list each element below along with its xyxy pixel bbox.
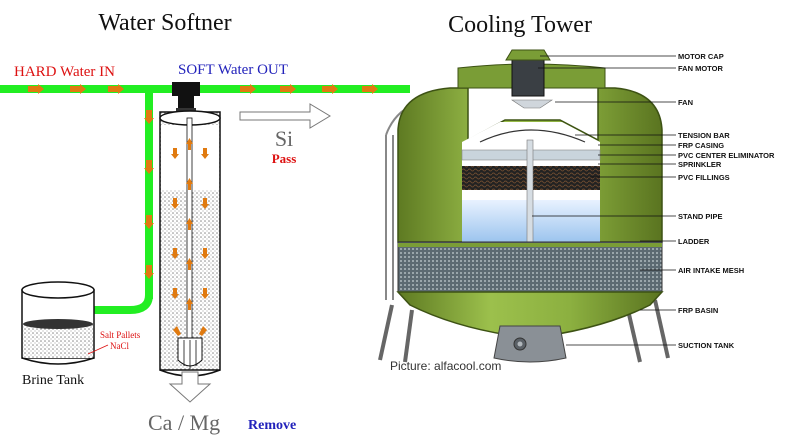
label-pvc-center-eliminator: PVC CENTER ELIMINATOR	[678, 151, 775, 160]
picture-credit: Picture: alfacool.com	[390, 359, 501, 373]
label-frp-casing: FRP CASING	[678, 141, 724, 150]
label-tension-bar: TENSION BAR	[678, 131, 730, 140]
cooling-tower	[378, 49, 670, 363]
softener-flow-arrows	[171, 138, 209, 336]
label-suction-tank: SUCTION TANK	[678, 341, 735, 350]
brine-feed-pipe	[145, 89, 153, 299]
label-fan-motor: FAN MOTOR	[678, 64, 723, 73]
softener-title: Water Softner	[98, 10, 231, 36]
si-label: Si	[275, 126, 293, 151]
label-motor-cap: MOTOR CAP	[678, 52, 724, 61]
salt-pointer	[87, 344, 109, 355]
tower-part-labels: MOTOR CAP FAN MOTOR FAN TENSION BAR FRP …	[678, 52, 775, 350]
camg-remove-arrow	[168, 371, 212, 403]
soft-water-out-label: SOFT Water OUT	[178, 62, 288, 78]
label-ladder: LADDER	[678, 237, 710, 246]
tower-leader-lines	[532, 55, 676, 346]
label-air-intake-mesh: AIR INTAKE MESH	[678, 266, 744, 275]
label-sprinkler: SPRINKLER	[678, 160, 722, 169]
salt-pallets-label: Salt Pallets	[100, 330, 141, 340]
label-frp-basin: FRP BASIN	[678, 306, 718, 315]
label-fan: FAN	[678, 98, 693, 107]
softener-tank	[159, 110, 221, 377]
pass-label: Pass	[272, 151, 297, 166]
remove-label: Remove	[248, 418, 296, 433]
brine-tank	[21, 281, 95, 365]
label-pvc-fillings: PVC FILLINGS	[678, 173, 730, 182]
camg-label: Ca / Mg	[148, 410, 220, 435]
cooling-tower-title: Cooling Tower	[448, 12, 592, 38]
label-stand-pipe: STAND PIPE	[678, 212, 722, 221]
main-pipe	[0, 85, 410, 93]
nacl-label: NaCl	[110, 341, 129, 351]
si-pass-arrow	[239, 103, 331, 129]
softener-valve	[172, 82, 200, 114]
brine-tank-label: Brine Tank	[22, 373, 84, 388]
hard-water-in-label: HARD Water IN	[14, 64, 115, 80]
